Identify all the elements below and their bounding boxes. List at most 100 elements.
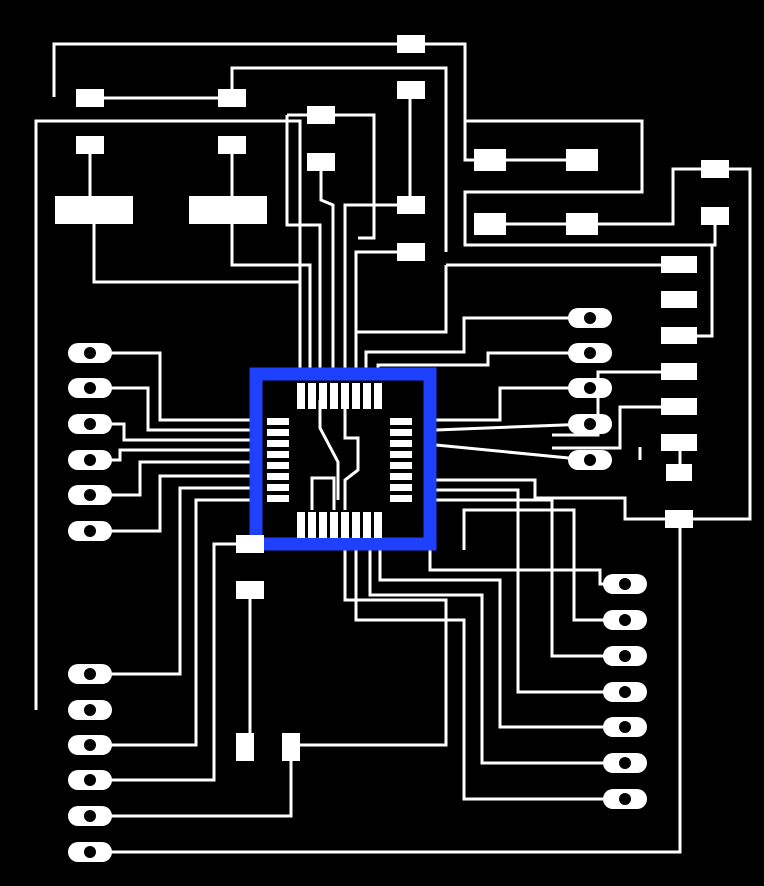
header-pad <box>661 327 697 344</box>
header-pad <box>661 434 697 451</box>
chip-pin <box>297 512 305 538</box>
through-hole-pad <box>568 378 612 398</box>
chip-pin <box>390 484 412 491</box>
through-hole-pad <box>568 414 612 434</box>
chip-pins <box>267 383 412 538</box>
chip-pin <box>363 512 371 538</box>
smd-pads <box>55 35 729 761</box>
through-hole-pad <box>603 717 647 737</box>
through-hole-pad <box>68 414 112 434</box>
through-hole-pad <box>603 574 647 594</box>
chip-pin <box>390 429 412 436</box>
smd-pad <box>236 733 254 761</box>
through-hole-pad <box>68 521 112 541</box>
trace <box>90 486 250 676</box>
trace <box>90 460 250 497</box>
through-hole-pad <box>603 610 647 630</box>
trace <box>364 316 589 380</box>
smd-pad <box>282 733 300 761</box>
trace <box>378 550 625 729</box>
header-pad <box>661 256 697 273</box>
through-hole-pad <box>603 789 647 809</box>
smd-pad-large <box>55 196 133 224</box>
through-hole-pad <box>68 378 112 398</box>
trace <box>310 476 336 510</box>
through-hole-pads <box>68 308 647 862</box>
trace <box>90 386 250 432</box>
smd-pad <box>218 89 246 107</box>
through-hole-pad <box>68 664 112 684</box>
chip-pin <box>319 383 327 409</box>
trace <box>230 66 448 252</box>
through-hole-pad <box>68 735 112 755</box>
chip-pin <box>341 512 349 538</box>
trace <box>343 400 360 510</box>
trace <box>90 474 250 533</box>
trace <box>92 210 300 284</box>
chip-pin <box>352 512 360 538</box>
trace <box>356 265 448 334</box>
trace <box>354 550 625 801</box>
smd-pad <box>236 581 264 599</box>
smd-pad <box>474 149 506 171</box>
chip-pin <box>267 462 289 469</box>
trace <box>90 498 250 747</box>
through-hole-pad <box>68 842 112 862</box>
chip-outline <box>249 367 437 551</box>
smd-pad <box>307 106 335 124</box>
chip-pin <box>390 418 412 425</box>
trace <box>90 542 250 782</box>
trace <box>90 745 293 818</box>
smd-pad <box>236 535 264 553</box>
chip-pin <box>390 451 412 458</box>
trace <box>52 42 490 162</box>
smd-pad-large <box>189 196 267 224</box>
trace <box>343 203 410 380</box>
chip-pin <box>363 383 371 409</box>
trace <box>319 162 335 380</box>
through-hole-pad <box>603 753 647 773</box>
trace <box>462 508 625 622</box>
smd-pad <box>397 243 425 261</box>
trace <box>34 119 302 710</box>
chip-pin <box>267 451 289 458</box>
chip-pin <box>267 440 289 447</box>
trace <box>463 119 717 247</box>
chip-pin <box>352 383 360 409</box>
trace <box>90 351 250 422</box>
header-pad <box>661 363 697 380</box>
chip-pin <box>390 462 412 469</box>
chip-pin <box>267 429 289 436</box>
chip-pin <box>330 512 338 538</box>
trace <box>368 550 625 765</box>
trace <box>436 478 680 521</box>
chip-pin <box>267 473 289 480</box>
through-hole-pad <box>68 806 112 826</box>
smd-pad <box>666 464 692 481</box>
smd-pad <box>397 35 425 53</box>
trace <box>435 443 590 462</box>
trace <box>318 400 340 500</box>
chip-pin <box>319 512 327 538</box>
chip-pin <box>374 383 382 409</box>
trace <box>552 370 680 437</box>
smd-pad <box>397 196 425 214</box>
through-hole-pad <box>568 343 612 363</box>
through-hole-pad <box>68 700 112 720</box>
trace <box>436 498 625 658</box>
smd-pad <box>76 136 104 154</box>
smd-pad <box>218 136 246 154</box>
chip-pin <box>267 484 289 491</box>
through-hole-pad <box>603 682 647 702</box>
traces <box>34 42 752 854</box>
chip-pin <box>308 383 316 409</box>
chip-pin <box>390 473 412 480</box>
header-pad <box>661 398 697 415</box>
through-hole-pad <box>568 308 612 328</box>
through-hole-pad <box>568 450 612 470</box>
through-hole-pad <box>68 770 112 790</box>
trace <box>354 250 410 380</box>
chip-pin <box>267 495 289 502</box>
smd-pad <box>665 510 693 528</box>
